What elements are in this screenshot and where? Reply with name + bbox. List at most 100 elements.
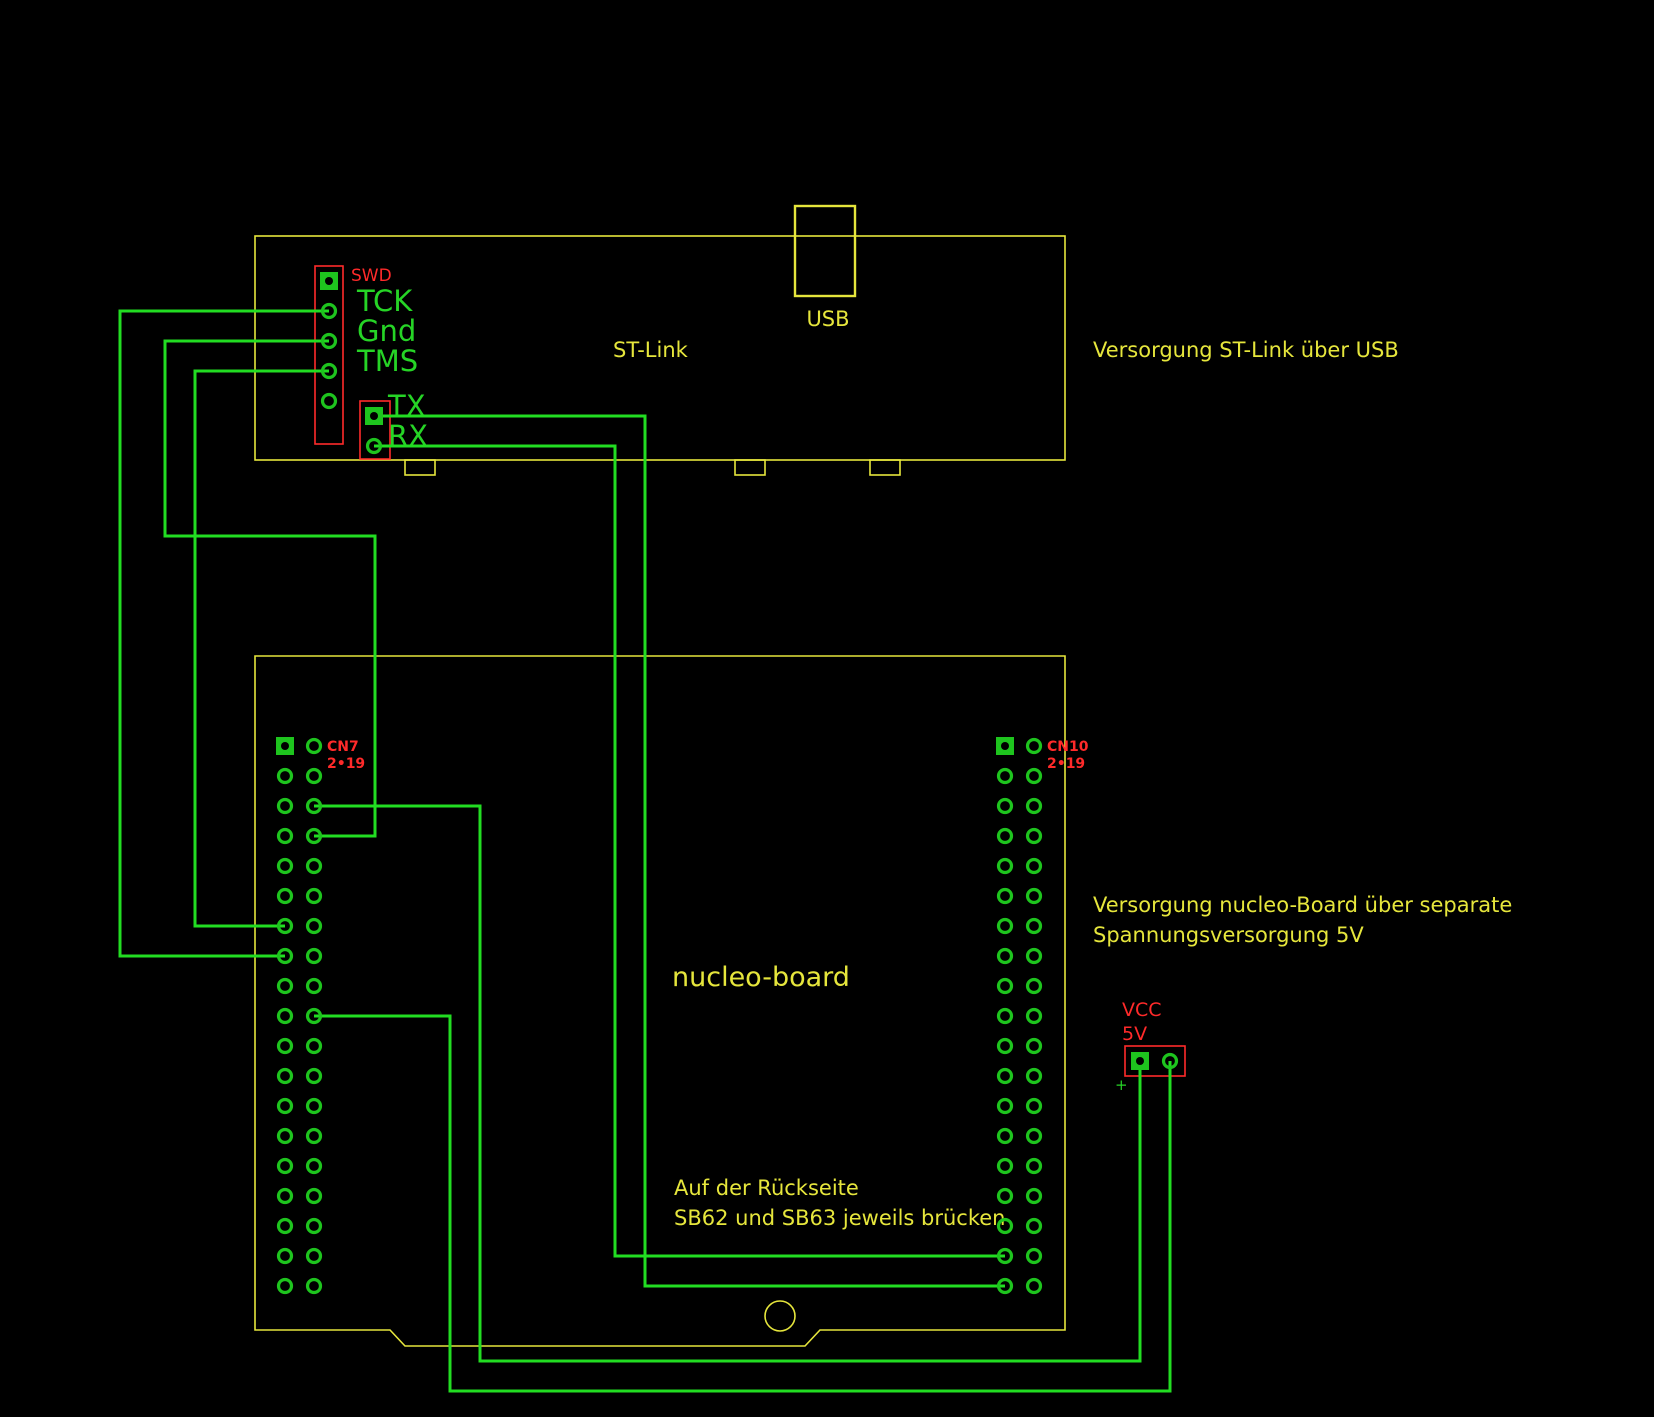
swd-pad-5 (320, 392, 338, 410)
st-link-outline (254, 235, 1066, 461)
cn10-label: CN10 (1047, 739, 1089, 755)
wire-vcc-5v (314, 804, 1142, 1363)
vcc-label: VCC (1122, 999, 1162, 1021)
uart-header-outline (359, 400, 391, 460)
uart-pin-rx-label: RX (388, 419, 428, 453)
cn7-pad-25 (276, 1097, 294, 1115)
cn7-pad-20 (305, 1007, 323, 1025)
cn10-pad-9 (996, 857, 1014, 875)
cn7-pad-26 (305, 1097, 323, 1115)
cn10-pad-36 (1025, 1247, 1043, 1265)
cn7-pad-6 (305, 797, 323, 815)
cn7-pad-12 (305, 887, 323, 905)
cn7-pad-30 (305, 1157, 323, 1175)
cn10-pad-4 (1025, 767, 1043, 785)
cn7-pad-31 (276, 1187, 294, 1205)
st-link-tab-1 (404, 459, 436, 476)
cn7-pad-5 (276, 797, 294, 815)
cn7-pad-22 (305, 1037, 323, 1055)
power-pad-1-hole (1136, 1057, 1144, 1065)
nucleo-mounting-hole (764, 1300, 796, 1332)
five-v-label: 5V (1122, 1023, 1147, 1045)
swd-pad-4 (320, 362, 338, 380)
cn7-pad-8 (305, 827, 323, 845)
cn10-pad-24 (1025, 1067, 1043, 1085)
cn7-size-label: 2•19 (327, 756, 365, 772)
cn7-pad-36 (305, 1247, 323, 1265)
cn10-pad-18 (1025, 977, 1043, 995)
cn7-pad-1-hole (281, 742, 289, 750)
cn10-pad-30 (1025, 1157, 1043, 1175)
cn10-pad-12 (1025, 887, 1043, 905)
cn10-pad-17 (996, 977, 1014, 995)
cn7-pad-13 (276, 917, 294, 935)
cn7-pad-33 (276, 1217, 294, 1235)
cn10-pad-31 (996, 1187, 1014, 1205)
cn7-pad-15 (276, 947, 294, 965)
cn10-pad-25 (996, 1097, 1014, 1115)
wire-tms (193, 369, 329, 928)
cn10-pad-21 (996, 1037, 1014, 1055)
uart-pad-2 (365, 437, 383, 455)
cn7-pad-21 (276, 1037, 294, 1055)
usb-label: USB (806, 307, 849, 331)
cn7-pad-29 (276, 1157, 294, 1175)
cn10-pad-23 (996, 1067, 1014, 1085)
cn10-pad-10 (1025, 857, 1043, 875)
cn7-label: CN7 (327, 739, 359, 755)
cn10-pad-5 (996, 797, 1014, 815)
cn10-pad-19 (996, 1007, 1014, 1025)
cn10-pad-14 (1025, 917, 1043, 935)
cn7-pad-3 (276, 767, 294, 785)
swd-pin-gnd-label: Gnd (357, 314, 416, 348)
st-link-tab-2 (734, 459, 766, 476)
cn10-pad-20 (1025, 1007, 1043, 1025)
cn10-pad-28 (1025, 1127, 1043, 1145)
cn7-pad-2 (305, 737, 323, 755)
swd-pad-2 (320, 302, 338, 320)
backside-note-line2: SB62 und SB63 jeweils brücken (674, 1206, 1006, 1230)
cn7-pad-34 (305, 1217, 323, 1235)
cn10-pad-35 (996, 1247, 1014, 1265)
cn10-pad-33 (996, 1217, 1014, 1235)
cn7-pad-4 (305, 767, 323, 785)
uart-pin-tx-label: TX (387, 389, 426, 423)
cn7-pad-32 (305, 1187, 323, 1205)
cn10-pad-11 (996, 887, 1014, 905)
wire-power-gnd (314, 1014, 1172, 1393)
wire-tx (374, 414, 1005, 1288)
cn10-pad-34 (1025, 1217, 1043, 1235)
cn7-pad-35 (276, 1247, 294, 1265)
cn7-pad-37 (276, 1277, 294, 1295)
swd-pin-tms-label: TMS (356, 344, 418, 378)
cn7-pad-16 (305, 947, 323, 965)
cn7-pad-24 (305, 1067, 323, 1085)
cn7-pad-17 (276, 977, 294, 995)
cn10-pad-13 (996, 917, 1014, 935)
cn10-pad-38 (1025, 1277, 1043, 1295)
cn10-pad-2 (1025, 737, 1043, 755)
cn10-pad-32 (1025, 1187, 1043, 1205)
wire-rx (374, 444, 1005, 1258)
swd-header-outline (314, 265, 344, 445)
cn7-pad-9 (276, 857, 294, 875)
wire-gnd (163, 339, 377, 838)
nucleo-supply-note-line2: Spannungsversorgung 5V (1093, 923, 1364, 947)
cn7-pad-10 (305, 857, 323, 875)
cn10-size-label: 2•19 (1047, 756, 1085, 772)
st-link-label: ST-Link (613, 338, 689, 362)
cn7-pad-19 (276, 1007, 294, 1025)
cn7-pad-11 (276, 887, 294, 905)
st-link-supply-note: Versorgung ST-Link über USB (1093, 338, 1399, 362)
uart-pad-1-hole (370, 412, 378, 420)
cn7-pad-7 (276, 827, 294, 845)
cn10-pad-16 (1025, 947, 1043, 965)
cn10-pad-27 (996, 1127, 1014, 1145)
plus-marker: + (1115, 1076, 1128, 1094)
cn10-pad-3 (996, 767, 1014, 785)
cn10-pad-22 (1025, 1037, 1043, 1055)
cn7-pad-18 (305, 977, 323, 995)
swd-header: SWD TCK Gnd TMS (314, 265, 418, 445)
cn10-pad-37 (996, 1277, 1014, 1295)
cn7-pad-28 (305, 1127, 323, 1145)
